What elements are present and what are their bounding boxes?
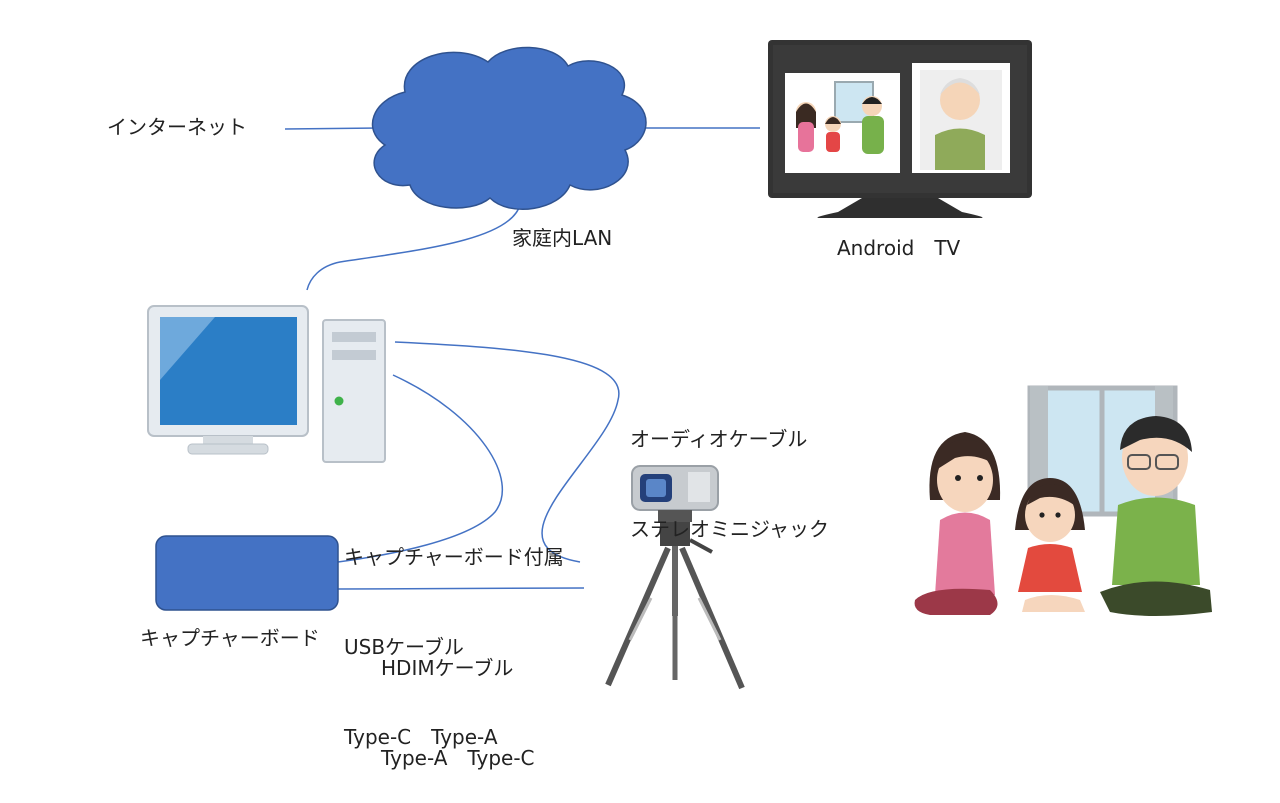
- network-diagram: [147, 40, 1212, 690]
- hdmi-cable-line: [337, 587, 585, 590]
- audio-cable-label: オーディオケーブル ステレオミニジャック: [630, 364, 829, 574]
- usb-cable-line: [337, 374, 504, 563]
- audio-cable-line: [394, 341, 620, 563]
- hdmi-cable-label: HDIMケーブル Type-A Type-C: [381, 593, 535, 803]
- audio-cable-label-line1: オーディオケーブル: [630, 427, 808, 451]
- video-camera-on-tripod-icon: [605, 465, 745, 690]
- connection-lines: [284, 127, 760, 590]
- usb-cable-label-line1: キャプチャーボード付属: [344, 545, 564, 569]
- android-tv-label: Android TV: [837, 236, 961, 260]
- television-icon: [768, 40, 1032, 218]
- lan-to-pc-line: [306, 204, 521, 291]
- capture-board-label: キャプチャーボード: [140, 626, 320, 650]
- desktop-computer-icon: [147, 305, 386, 463]
- capture-board-box: [155, 535, 339, 611]
- usb-cable-label-line2: USBケーブル: [344, 635, 464, 659]
- hdmi-cable-label-line2: Type-A Type-C: [381, 746, 535, 770]
- home-lan-label: 家庭内LAN: [512, 226, 613, 250]
- internet-label: インターネット: [107, 115, 247, 139]
- family-illustration: [914, 385, 1212, 616]
- internet-line: [284, 127, 381, 130]
- cloud-icon: [371, 46, 647, 210]
- audio-cable-label-line2: ステレオミニジャック: [630, 517, 829, 541]
- hdmi-cable-label-line1: HDIMケーブル: [381, 656, 514, 680]
